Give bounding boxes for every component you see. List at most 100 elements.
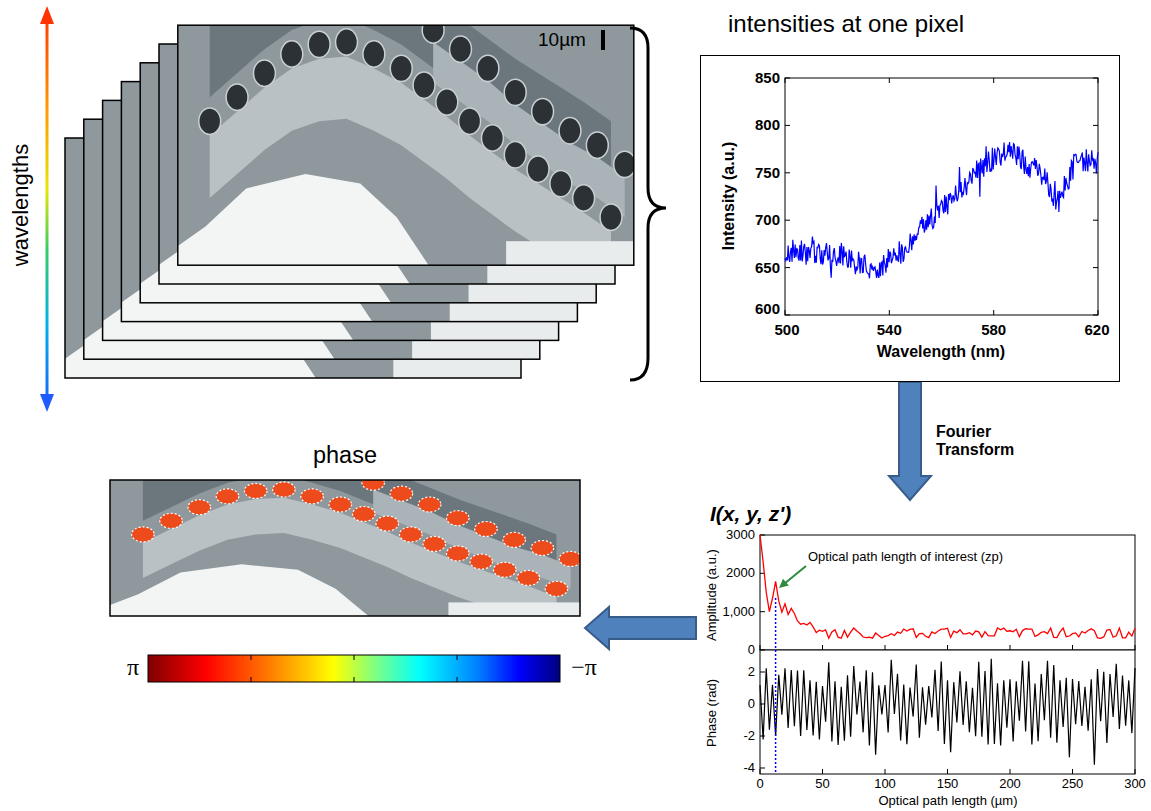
cell-nucleus xyxy=(226,84,248,110)
cell-nucleus xyxy=(614,151,634,177)
phase-nucleus xyxy=(400,527,423,542)
tick-label: 850 xyxy=(755,69,780,86)
tick-mark xyxy=(889,78,890,83)
cell-nucleus xyxy=(436,89,458,115)
lumen xyxy=(506,241,634,265)
phase-nucleus xyxy=(362,480,385,490)
tick-mark xyxy=(760,650,765,651)
tick-label: 50 xyxy=(815,777,829,792)
tick-label: 150 xyxy=(937,777,959,792)
lumen xyxy=(448,602,580,616)
marker-line xyxy=(775,598,777,774)
tick-label: -2 xyxy=(743,729,755,744)
phase-nucleus xyxy=(517,570,540,585)
leader-arrow xyxy=(784,566,806,584)
tick-label: 500 xyxy=(774,321,799,338)
tick-label: 300 xyxy=(1124,777,1146,792)
tick-mark xyxy=(1093,315,1098,316)
phase-nucleus xyxy=(301,489,324,504)
phase-nucleus xyxy=(132,527,155,542)
cell-nucleus xyxy=(586,132,608,158)
axis-title: Optical path length (µm) xyxy=(879,794,1018,809)
colorbar-ramp xyxy=(148,655,560,682)
tick-label: 650 xyxy=(755,259,780,276)
cell-nucleus xyxy=(422,25,444,43)
tick-mark xyxy=(760,645,761,650)
tick-mark xyxy=(760,768,765,769)
tick-mark xyxy=(822,645,823,650)
plot-frame xyxy=(760,535,1135,650)
tick-mark xyxy=(1135,645,1136,650)
fourier-plot xyxy=(760,535,1135,774)
cell-nucleus xyxy=(363,41,385,67)
phase-nucleus xyxy=(376,516,399,531)
phase-nucleus xyxy=(559,551,580,566)
frame-border xyxy=(178,25,634,265)
tick-mark xyxy=(785,125,790,126)
cell-nucleus xyxy=(504,79,526,105)
tick-label: -4 xyxy=(743,761,755,776)
tick-mark xyxy=(785,315,790,316)
phase-nucleus xyxy=(447,511,470,526)
tick-label: 2000 xyxy=(726,566,755,581)
cell-nucleus xyxy=(573,185,595,211)
tick-mark xyxy=(1093,125,1098,126)
arrow-head xyxy=(779,579,789,588)
histology-image xyxy=(178,25,634,265)
tick-mark xyxy=(251,677,252,682)
image-stack xyxy=(65,0,636,407)
cell-nucleus xyxy=(390,55,412,81)
tick-label: 2 xyxy=(748,665,755,680)
annotation: Optical path length of interest (zp) xyxy=(808,550,1003,565)
phase-nucleus xyxy=(423,536,446,551)
edge-label: Fourier Transform xyxy=(934,422,1038,461)
phase-nucleus xyxy=(475,521,498,536)
tick-mark xyxy=(822,769,823,774)
phase-nucleus xyxy=(447,546,470,561)
tick-mark xyxy=(1098,78,1099,83)
cell-nucleus xyxy=(450,36,472,62)
tick-mark xyxy=(885,645,886,650)
tick-label: 700 xyxy=(755,212,780,229)
colorbar xyxy=(148,655,560,682)
histology-image xyxy=(110,480,580,616)
phase-nucleus xyxy=(353,507,376,522)
tick-mark xyxy=(785,220,790,221)
cell-nucleus xyxy=(550,170,572,196)
scale-label: 10µm xyxy=(538,29,586,51)
tick-label: 620 xyxy=(1084,321,1109,338)
axis-title: Amplitude (a.u.) xyxy=(705,549,720,641)
tick-label: 580 xyxy=(981,321,1006,338)
cell-nucleus xyxy=(413,72,435,98)
tick-mark xyxy=(885,769,886,774)
tick-mark xyxy=(457,655,458,660)
axis-title: Wavelength (nm) xyxy=(877,343,1005,361)
tick-label: 100 xyxy=(874,777,896,792)
block-arrow xyxy=(585,607,696,649)
frame-border xyxy=(110,480,580,616)
tick-mark xyxy=(947,769,948,774)
tick-label: 3000 xyxy=(726,528,755,543)
cell-nucleus xyxy=(559,118,581,144)
cell-nucleus xyxy=(477,55,499,81)
wavelength-arrow xyxy=(46,22,49,396)
tick-mark xyxy=(760,611,765,612)
cell-nucleus xyxy=(253,60,275,86)
cell-nucleus xyxy=(199,108,221,134)
tick-label: 0 xyxy=(748,643,755,658)
cell-nucleus xyxy=(504,142,526,168)
cell-nucleus xyxy=(336,29,358,55)
phase-nucleus xyxy=(390,486,413,501)
chart-panel: I(x, y, z') xyxy=(696,500,1146,810)
tick-label: 200 xyxy=(999,777,1021,792)
tick-mark xyxy=(1093,267,1098,268)
phase-nucleus xyxy=(329,497,352,512)
tick-mark xyxy=(785,78,786,83)
tick-mark xyxy=(785,267,790,268)
tick-mark xyxy=(1093,78,1098,79)
phase-nucleus xyxy=(160,513,183,528)
phase-nucleus xyxy=(418,497,441,512)
image-frame xyxy=(178,0,636,294)
